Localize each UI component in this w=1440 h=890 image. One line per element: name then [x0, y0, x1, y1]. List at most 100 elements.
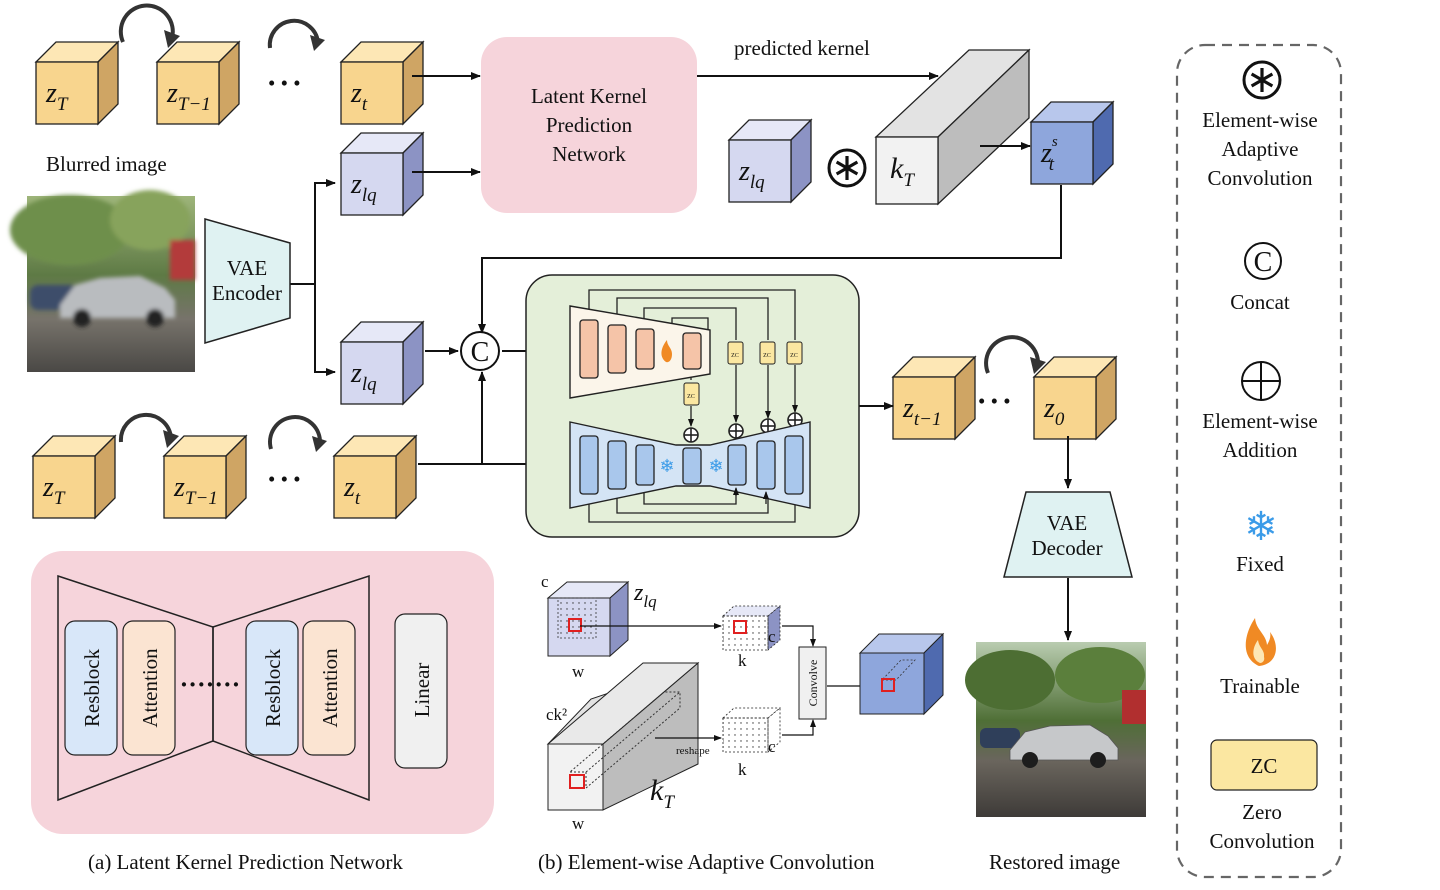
zc-label: ZC — [763, 353, 771, 359]
latent-cube-z0: z0 — [1032, 355, 1118, 441]
lkpn-label-1: Latent Kernel — [531, 84, 647, 108]
legend-trainable-label: Trainable — [1220, 674, 1300, 698]
bottom-ellipsis: • • • — [268, 467, 301, 491]
panel-b-caption: (b) Element-wise Adaptive Convolution — [538, 850, 875, 874]
latent-cube-zT1-bottom: zT−1 — [162, 434, 248, 520]
latent-cube-zlq-conv: zlq — [727, 118, 813, 204]
legend-concat-letter: C — [1254, 247, 1273, 278]
vae-decoder: VAE Decoder — [1003, 491, 1133, 578]
panel-b-convolve-label: Convolve — [806, 660, 820, 707]
legend-zc-symbol: ZC — [1251, 754, 1278, 778]
zc-blocks: ZC ZC ZC ZC — [683, 341, 803, 406]
latent-cube-zT1-bottom-label: zT−1 — [173, 472, 218, 509]
arrow-encoder-to-zlq-bottom — [314, 284, 336, 376]
arrow-zts-to-concat — [478, 185, 1062, 334]
lkpn-box: Latent Kernel Prediction Network — [481, 37, 697, 213]
restored-image — [965, 642, 1146, 817]
vae-decoder-label-1: VAE — [1047, 511, 1087, 535]
legend-flame-icon — [1245, 618, 1276, 666]
lkpn-label-3: Network — [552, 142, 626, 166]
latent-cube-zT-bottom-label: zT — [42, 472, 66, 509]
curved-arrow-icon — [267, 18, 320, 49]
panel-a-linear: Linear — [410, 663, 434, 718]
panel-a: Resblock Attention Resblock Attention Li… — [31, 551, 494, 834]
latent-cube-zlq-conv-label: zlq — [738, 156, 765, 193]
latent-cube-zT-top: zT — [34, 40, 120, 126]
panel-b-reshape-label: reshape — [676, 745, 710, 757]
panel-b-kt-label: kT — [650, 774, 675, 813]
restored-image-caption: Restored image — [989, 850, 1120, 874]
concat-icon: C — [460, 331, 500, 371]
panel-b-zlq-label: zlq — [633, 580, 657, 611]
panel-b-ck2-label: ck² — [546, 705, 567, 724]
unet-panel: ZC ZC ZC ZC ❄ ❄ — [525, 274, 860, 538]
latent-cube-zlq-top: zlq — [339, 131, 425, 217]
latent-cube-zlq-top-label: zlq — [350, 169, 377, 206]
panel-b-c-label: c — [541, 572, 549, 591]
panel-a-attention-2: Attention — [318, 648, 342, 728]
panel-a-resblock-1: Resblock — [80, 648, 104, 727]
latent-cube-zt-top-label: zt — [350, 78, 368, 115]
panel-a-attention-1: Attention — [138, 648, 162, 728]
step-arrows — [118, 3, 1041, 450]
vae-encoder-label-2: Encoder — [212, 281, 282, 305]
latent-cube-zt-bottom: zt — [332, 434, 418, 520]
latent-cube-zT1-top: zT−1 — [155, 40, 241, 126]
panel-b-k-label-2: k — [738, 760, 747, 779]
legend-zc-label-1: Zero — [1242, 800, 1282, 824]
panel-b-k-label: k — [738, 651, 747, 670]
flame-icon — [661, 340, 672, 363]
panel-a-dots: ······· — [180, 670, 241, 699]
panel-b-c-label-2: c — [768, 627, 776, 646]
curved-arrow-icon — [118, 412, 173, 443]
panel-b-w-label: w — [572, 662, 585, 681]
vae-encoder-label-1: VAE — [227, 256, 267, 280]
legend-conv-label-3: Convolution — [1207, 166, 1313, 190]
kernel-box: kT — [874, 48, 1031, 206]
latent-cube-ztminus1-label: zt−1 — [902, 393, 942, 430]
panel-a-resblock-2: Resblock — [261, 648, 285, 727]
legend-zc-label-2: Convolution — [1209, 829, 1315, 853]
latent-cube-ztminus1: zt−1 — [891, 355, 977, 441]
latent-cube-z0-label: z0 — [1043, 393, 1065, 430]
legend-concat-label: Concat — [1230, 290, 1290, 314]
legend: Element-wise Adaptive Convolution C Conc… — [1175, 43, 1343, 879]
legend-conv-label-2: Adaptive — [1222, 137, 1299, 161]
output-ellipsis: • • • — [978, 389, 1011, 413]
latent-cube-zT-top-label: zT — [45, 78, 69, 115]
legend-zc-icon — [1210, 739, 1318, 791]
curved-arrow-icon — [984, 335, 1041, 374]
legend-addition-icon — [1241, 361, 1281, 401]
panel-a-caption: (a) Latent Kernel Prediction Network — [88, 850, 403, 874]
legend-addition-label-2: Addition — [1223, 438, 1298, 462]
snowflake-icon: ❄ — [659, 456, 674, 476]
curved-arrow-icon — [268, 415, 323, 450]
curved-arrow-icon — [118, 3, 175, 43]
latent-cube-zlq-bottom-label: zlq — [350, 358, 377, 395]
legend-conv-label-1: Element-wise — [1202, 108, 1317, 132]
predicted-kernel-label: predicted kernel — [734, 36, 870, 60]
latent-cube-zT-bottom: zT — [31, 434, 117, 520]
vae-decoder-label-2: Decoder — [1031, 536, 1102, 560]
legend-concat-icon — [1244, 242, 1282, 280]
snowflake-icon: ❄ — [708, 456, 723, 476]
blurred-image-caption: Blurred image — [46, 152, 167, 176]
panel-b: c w zlq k c ck² w kT reshape k c — [541, 572, 945, 833]
kernel-label: kT — [890, 152, 915, 191]
top-ellipsis: • • • — [268, 71, 301, 95]
legend-fixed-label: Fixed — [1236, 552, 1284, 576]
zc-label: ZC — [687, 394, 695, 400]
vae-encoder: VAE Encoder — [204, 218, 291, 345]
lkpn-label-2: Prediction — [546, 113, 633, 137]
blurred-image — [10, 190, 195, 372]
panel-b-w-label-2: w — [572, 814, 585, 833]
latent-cube-zt-bottom-label: zt — [343, 472, 361, 509]
adaptive-conv-icon — [827, 148, 867, 188]
legend-snowflake-icon: ❄ — [1244, 504, 1278, 549]
concat-letter: C — [471, 337, 490, 368]
latent-cube-zt-top: zt — [339, 40, 425, 126]
arrow-encoder-to-zlq-top — [290, 179, 336, 285]
addition-icons — [683, 412, 803, 443]
